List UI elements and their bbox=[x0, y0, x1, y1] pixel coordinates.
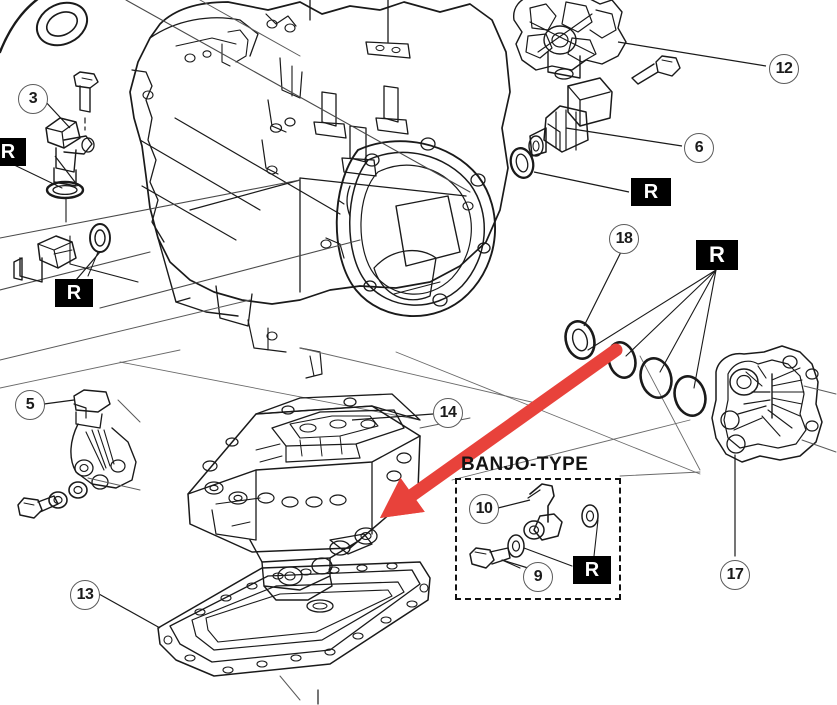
marker-box-r-center[interactable]: R bbox=[631, 178, 671, 206]
callout-bubble-5[interactable]: 5 bbox=[15, 390, 45, 420]
callout-bubble-9[interactable]: 9 bbox=[523, 562, 553, 592]
flywheel-edge-arc bbox=[0, 0, 39, 54]
marker-box-r-banjo[interactable]: R bbox=[573, 556, 611, 584]
oil-pump-body bbox=[513, 0, 627, 80]
hex-bolt-upper-left bbox=[73, 71, 99, 131]
oil-pipe-bracket bbox=[70, 389, 141, 491]
banjo-washer-upper bbox=[581, 504, 599, 528]
marker-box-r-left-lower[interactable]: R bbox=[55, 279, 93, 307]
vehicle-speed-sensor bbox=[45, 117, 139, 283]
solenoid-valve bbox=[528, 77, 613, 157]
banjo-type-label: BANJO-TYPE bbox=[461, 454, 589, 475]
callout-bubble-17[interactable]: 17 bbox=[720, 560, 750, 590]
marker-box-r-upper-right[interactable]: R bbox=[696, 240, 738, 270]
o-ring-solenoid bbox=[509, 147, 535, 179]
banjo-bolt bbox=[469, 547, 495, 569]
callout-bubble-12[interactable]: 12 bbox=[769, 54, 799, 84]
callout-bubble-13[interactable]: 13 bbox=[70, 580, 100, 610]
oil-pan bbox=[157, 561, 431, 705]
o-ring-3 bbox=[639, 357, 673, 399]
callout-leader-lines bbox=[43, 41, 767, 629]
callout-bubble-6[interactable]: 6 bbox=[684, 133, 714, 163]
callout-bubble-3[interactable]: 3 bbox=[18, 84, 48, 114]
hex-bolt-bracket bbox=[17, 495, 59, 519]
washer-b bbox=[48, 491, 68, 509]
callout-bubble-14[interactable]: 14 bbox=[433, 398, 463, 428]
banjo-type-dashed-group bbox=[455, 478, 621, 600]
bell-housing-inner bbox=[349, 151, 486, 306]
case-main-outline bbox=[129, 1, 511, 305]
hex-bolt-pump bbox=[631, 55, 681, 85]
callout-bubble-10[interactable]: 10 bbox=[469, 494, 499, 524]
washer-a bbox=[68, 481, 88, 499]
o-ring-2 bbox=[607, 341, 637, 379]
red-pointer-arrow bbox=[380, 343, 623, 518]
valve-body-assembly bbox=[187, 393, 421, 601]
banjo-washer-lower bbox=[507, 534, 525, 558]
sealing-washer bbox=[89, 223, 111, 253]
o-ring-4 bbox=[673, 375, 707, 417]
callout-bubble-18[interactable]: 18 bbox=[609, 224, 639, 254]
o-ring-1 bbox=[564, 320, 596, 360]
oil-pipe-fitting bbox=[13, 235, 77, 283]
marker-box-r-left-top[interactable]: R bbox=[0, 138, 26, 166]
oil-pump-cover bbox=[711, 345, 823, 463]
o-ring-sensor bbox=[45, 180, 85, 200]
banjo-type-parts bbox=[469, 483, 599, 569]
